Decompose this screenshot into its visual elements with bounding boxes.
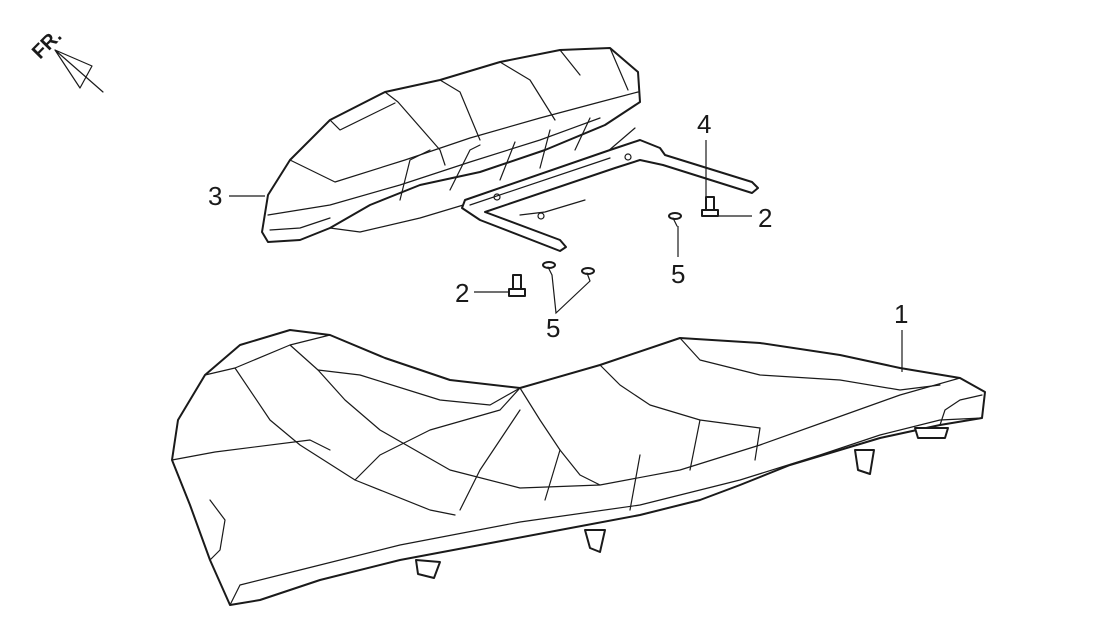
callout-3: 3 [208, 181, 222, 211]
callout-1: 1 [894, 299, 908, 329]
screw-5-b [542, 261, 556, 276]
callout-2-upper: 2 [758, 203, 772, 233]
bolt-2-upper [701, 196, 719, 217]
callout-5-lower: 5 [546, 313, 560, 343]
front-direction-marker: FR. [28, 25, 104, 93]
screw-5-c [581, 267, 595, 282]
callout-4: 4 [697, 109, 711, 139]
part-1-main-seat [171, 329, 986, 606]
callout-2-lower: 2 [455, 278, 469, 308]
bolt-2-lower [508, 274, 526, 297]
front-arrow-icon [54, 49, 104, 93]
leader-lines [229, 140, 903, 372]
part-3-rear-seat [261, 47, 759, 252]
screw-5-a [668, 212, 682, 227]
callout-5-right: 5 [671, 259, 685, 289]
leader-5-lower [551, 274, 591, 315]
